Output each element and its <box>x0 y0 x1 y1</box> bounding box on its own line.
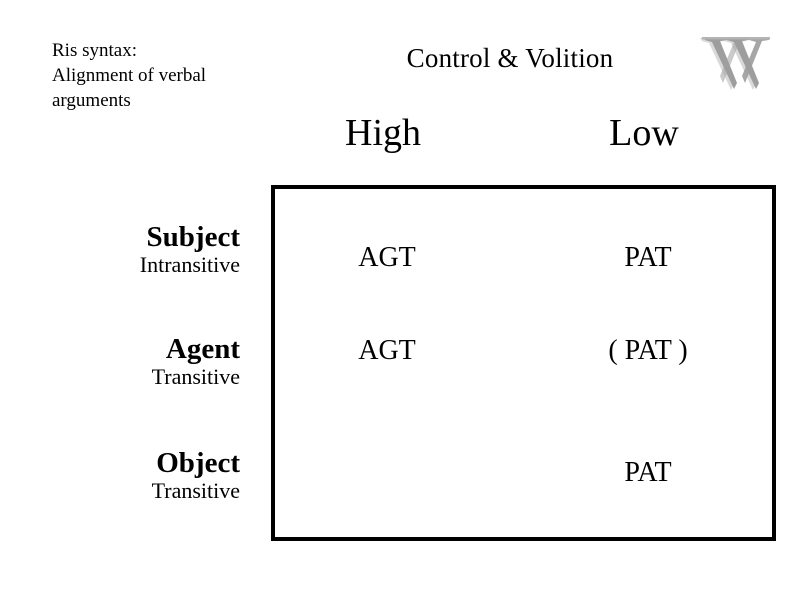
row-label-agent: Agent Transitive <box>20 334 240 389</box>
matrix-cell-subject-low: PAT <box>624 242 672 273</box>
row-label-object: Object Transitive <box>20 448 240 503</box>
w-monogram-logo <box>690 26 776 94</box>
row-label-subject: Subject Intransitive <box>20 222 240 277</box>
logo-serif-bars <box>702 37 770 40</box>
matrix-cell-subject-high: AGT <box>358 242 416 273</box>
matrix-box: AGT PAT AGT ( PAT ) PAT <box>271 185 776 541</box>
row-label-column: Subject Intransitive Agent Transitive Ob… <box>20 185 240 541</box>
row-label-secondary: Transitive <box>151 477 240 503</box>
row-label-secondary: Transitive <box>151 363 240 389</box>
matrix-cell-agent-high: AGT <box>358 335 416 366</box>
slide-title: Control & Volition <box>406 43 614 73</box>
matrix-cell-agent-low: ( PAT ) <box>608 335 688 366</box>
row-label-primary: Agent <box>165 333 240 365</box>
logo-shadow-layer <box>700 38 756 90</box>
column-header-high: High <box>345 112 421 154</box>
row-label-secondary: Intransitive <box>139 251 240 277</box>
slide-caption: Ris syntax: Alignment of verbal argument… <box>52 40 207 112</box>
matrix-cell-object-low: PAT <box>624 457 672 488</box>
logo-main-layer <box>703 37 769 89</box>
row-label-primary: Object <box>156 447 240 479</box>
column-header-low: Low <box>609 112 679 154</box>
row-label-primary: Subject <box>146 221 240 253</box>
